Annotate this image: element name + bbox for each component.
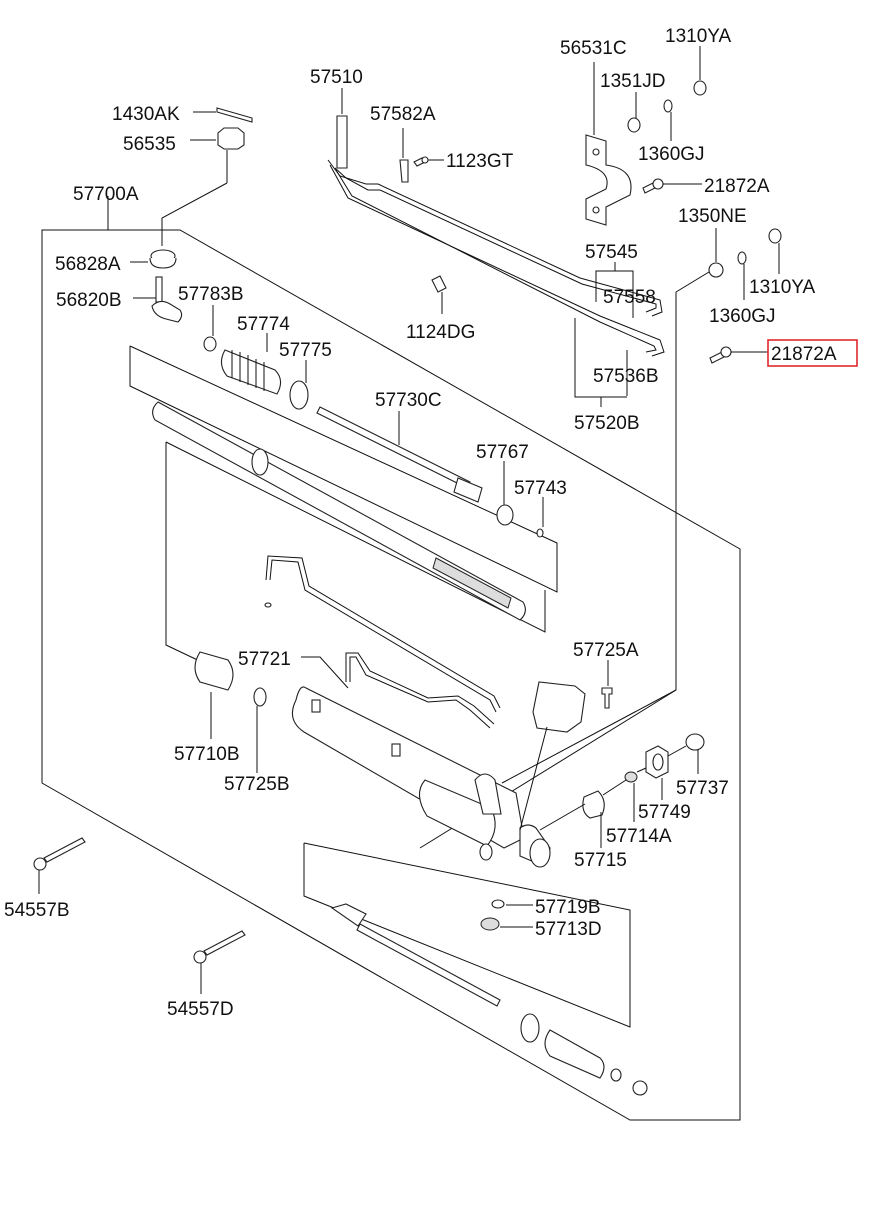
label-57783B[interactable]: 57783B: [178, 284, 244, 305]
label-56820B[interactable]: 56820B: [56, 290, 122, 311]
part-54557B[interactable]: 54557B: [4, 837, 86, 921]
label-57700A[interactable]: 57700A: [73, 184, 139, 205]
part-valve-body: [501, 681, 677, 831]
label-21872A-highlighted[interactable]: 21872A: [771, 344, 837, 365]
label-1310YA-top[interactable]: 1310YA: [665, 26, 732, 47]
label-57730C[interactable]: 57730C: [375, 390, 442, 411]
part-57721[interactable]: 57721: [238, 649, 495, 729]
label-57510[interactable]: 57510: [310, 67, 363, 88]
part-57710B[interactable]: 57710B: [174, 651, 240, 765]
part-57536B[interactable]: 57536B: [574, 318, 659, 407]
part-1350NE[interactable]: 1350NE: [678, 206, 747, 278]
label-57520B[interactable]: 57520B: [574, 413, 640, 434]
label-57558[interactable]: 57558: [603, 287, 656, 308]
part-54557D[interactable]: 54557D: [167, 930, 246, 1020]
label-56828A[interactable]: 56828A: [55, 254, 121, 275]
label-56531C[interactable]: 56531C: [560, 38, 627, 59]
label-57725B[interactable]: 57725B: [224, 774, 290, 795]
label-57737[interactable]: 57737: [676, 778, 729, 799]
label-57775[interactable]: 57775: [279, 340, 332, 361]
part-57713D[interactable]: 57713D: [480, 917, 602, 940]
part-57743[interactable]: 57743: [514, 478, 567, 538]
label-1350NE[interactable]: 1350NE: [678, 206, 747, 227]
part-57774[interactable]: 57774: [220, 314, 290, 395]
part-56828A[interactable]: 56828A: [55, 249, 177, 275]
part-pipe-upper: [264, 555, 501, 713]
part-57725A[interactable]: 57725A: [573, 640, 639, 709]
label-54557D[interactable]: 54557D: [167, 999, 234, 1020]
label-57721[interactable]: 57721: [238, 649, 291, 670]
part-1430AK[interactable]: 1430AK: [112, 104, 253, 125]
part-57767[interactable]: 57767: [476, 442, 529, 526]
label-1123GT[interactable]: 1123GT: [446, 151, 514, 172]
label-57582A[interactable]: 57582A: [370, 104, 436, 125]
part-rack: [152, 401, 526, 621]
label-57767[interactable]: 57767: [476, 442, 529, 463]
part-57714A[interactable]: 57714A: [602, 771, 672, 847]
part-1351JD[interactable]: 1351JD: [600, 71, 666, 133]
label-1351JD[interactable]: 1351JD: [600, 71, 666, 92]
part-57730C[interactable]: 57730C: [316, 390, 483, 503]
part-57545[interactable]: 57545: [585, 242, 638, 318]
label-57536B[interactable]: 57536B: [593, 366, 659, 387]
part-57725B[interactable]: 57725B: [224, 687, 290, 795]
part-57737[interactable]: 57737: [667, 733, 729, 799]
label-57714A[interactable]: 57714A: [606, 826, 672, 847]
part-56535[interactable]: 56535: [123, 127, 245, 246]
label-57725A[interactable]: 57725A: [573, 640, 639, 661]
part-57775[interactable]: 57775: [279, 340, 332, 410]
subassembly-box-inner-rod: [129, 345, 558, 593]
label-1360GJ-right[interactable]: 1360GJ: [709, 306, 776, 327]
subassembly-box-rack: [165, 441, 546, 666]
part-1124DG[interactable]: 1124DG: [406, 275, 475, 343]
label-57710B[interactable]: 57710B: [174, 744, 240, 765]
label-57713D[interactable]: 57713D: [535, 919, 602, 940]
part-21872A-top[interactable]: 21872A: [642, 176, 770, 197]
part-57582A[interactable]: 57582A: [370, 104, 436, 183]
label-57743[interactable]: 57743: [514, 478, 567, 499]
part-1360GJ-right[interactable]: 1360GJ: [709, 251, 776, 327]
part-gear-housing: [291, 686, 551, 868]
label-56535[interactable]: 56535: [123, 134, 176, 155]
highlight-box: [767, 339, 858, 367]
part-56531C[interactable]: 56531C: [560, 38, 632, 226]
part-56820B[interactable]: 56820B: [56, 276, 183, 323]
label-1310YA-right[interactable]: 1310YA: [749, 277, 816, 298]
part-57783B[interactable]: 57783B: [178, 284, 244, 352]
label-1430AK[interactable]: 1430AK: [112, 104, 180, 125]
label-21872A-top[interactable]: 21872A: [704, 176, 770, 197]
label-57749[interactable]: 57749: [638, 802, 691, 823]
part-1310YA-top[interactable]: 1310YA: [665, 26, 732, 96]
part-57558[interactable]: 57558: [603, 287, 656, 308]
label-57774[interactable]: 57774: [237, 314, 290, 335]
part-21872A-highlighted[interactable]: 21872A: [709, 339, 858, 367]
part-1360GJ-top[interactable]: 1360GJ: [638, 99, 705, 165]
part-1123GT[interactable]: 1123GT: [413, 151, 514, 172]
part-57510[interactable]: 57510: [310, 67, 665, 357]
subassembly-box-lower-rod: [303, 842, 631, 1028]
part-57749[interactable]: 57749: [636, 745, 691, 823]
label-1360GJ-top[interactable]: 1360GJ: [638, 144, 705, 165]
part-57719B[interactable]: 57719B: [491, 897, 601, 918]
label-57715[interactable]: 57715: [574, 850, 627, 871]
label-57545[interactable]: 57545: [585, 242, 638, 263]
assembly-outline: [41, 196, 741, 1121]
label-54557B[interactable]: 54557B: [4, 900, 70, 921]
part-lower-inner-rod: [330, 903, 501, 1007]
label-1124DG[interactable]: 1124DG: [406, 322, 475, 343]
part-57715[interactable]: 57715: [539, 790, 627, 871]
part-57520B[interactable]: 57520B: [574, 413, 640, 434]
part-lower-bellows: [520, 1013, 648, 1096]
part-1310YA-right[interactable]: 1310YA: [749, 228, 816, 298]
label-57719B[interactable]: 57719B: [535, 897, 601, 918]
